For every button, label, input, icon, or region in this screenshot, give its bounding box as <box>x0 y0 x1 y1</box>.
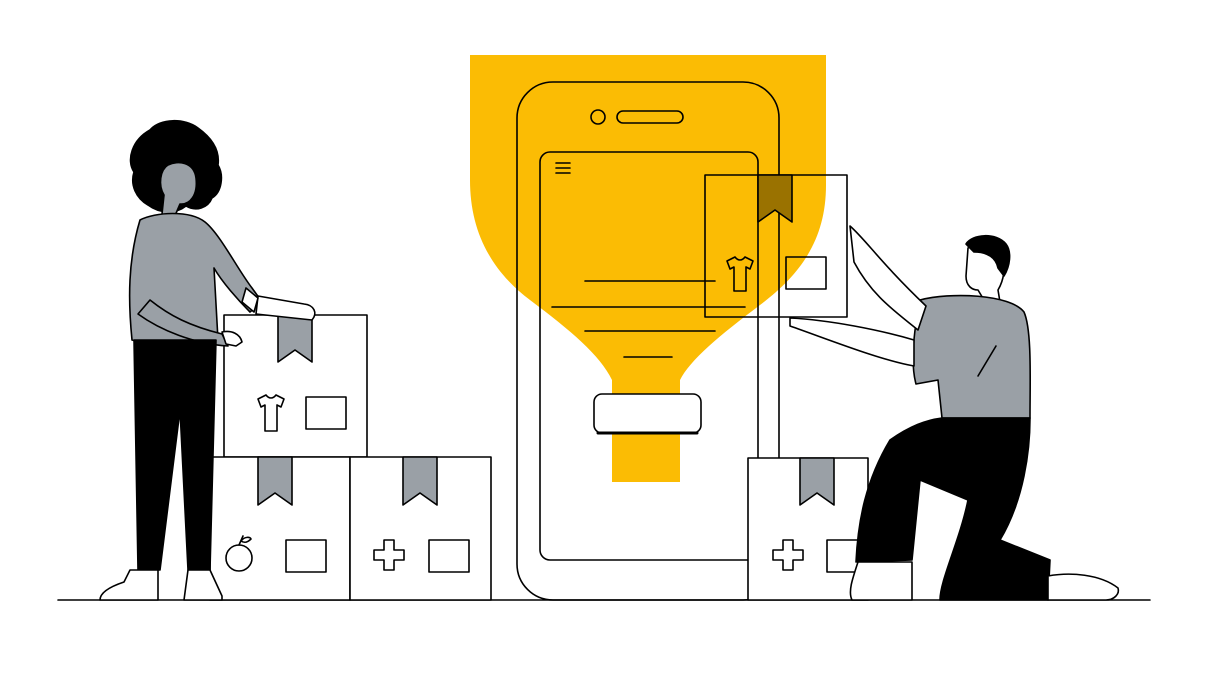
box-medical-right <box>747 457 869 601</box>
shoe <box>183 569 223 601</box>
person-man <box>789 225 1120 601</box>
box-medical-left <box>349 456 492 601</box>
ribbon-icon <box>402 456 438 506</box>
phone <box>516 81 780 601</box>
arm <box>849 225 927 331</box>
face <box>159 161 198 219</box>
arm <box>255 295 316 321</box>
box-shirt-left <box>223 314 368 458</box>
phone-screen <box>539 151 759 561</box>
cuff <box>241 287 259 313</box>
foot <box>1047 573 1120 601</box>
apple-icon <box>225 535 253 572</box>
screen-button <box>593 393 702 434</box>
menu-icon <box>555 162 571 174</box>
label-rect <box>785 256 827 290</box>
cross-icon <box>373 539 405 571</box>
phone-body <box>516 81 780 601</box>
label-rect <box>305 396 347 430</box>
person-woman <box>99 119 316 601</box>
box-shirt-held <box>704 174 848 318</box>
arm <box>137 299 229 347</box>
pants <box>133 339 217 571</box>
label-rect <box>285 539 327 573</box>
shoe <box>99 569 159 601</box>
label-rect <box>428 539 470 573</box>
pants <box>855 417 1051 601</box>
phone-camera <box>590 109 606 125</box>
foot <box>849 561 913 601</box>
ribbon-icon <box>757 174 793 223</box>
hand <box>221 330 243 347</box>
hair <box>965 234 1011 277</box>
ribbon-icon <box>257 456 293 506</box>
shirt <box>912 294 1032 419</box>
ribbon-icon <box>799 457 835 506</box>
phone-speaker <box>616 110 684 124</box>
arm <box>789 317 915 367</box>
shirt-icon <box>726 256 754 292</box>
box-apple <box>209 456 351 601</box>
shirt-icon <box>257 394 285 432</box>
funnel-shape <box>470 55 826 482</box>
cross-icon <box>772 539 804 571</box>
